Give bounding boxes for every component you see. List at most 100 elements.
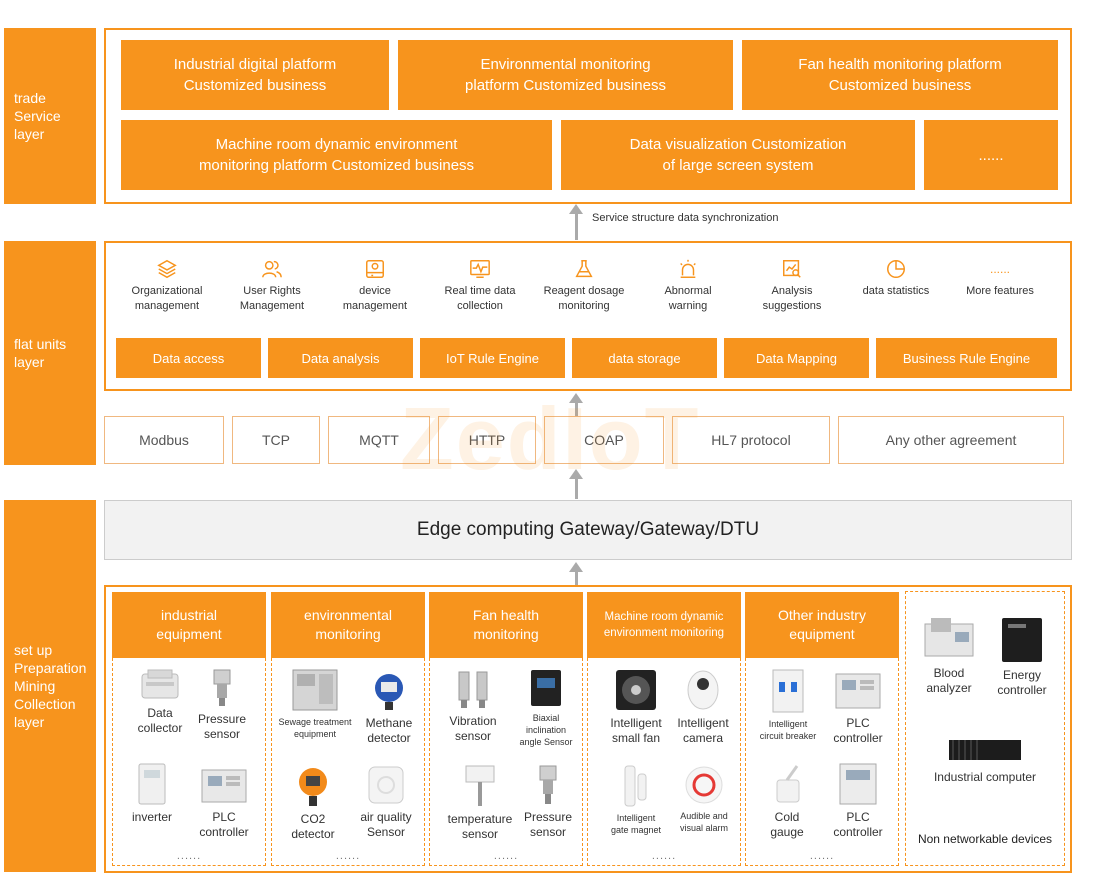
- layer-label-trade-service: trade Service layer: [4, 28, 96, 204]
- device-label: camera: [682, 731, 723, 745]
- device-label: CO2: [300, 812, 326, 826]
- protocol-mqtt: MQTT: [328, 416, 430, 464]
- more-dots: ......: [176, 850, 202, 862]
- feature-organizational-management: Organizational management: [112, 258, 222, 314]
- business-line: platform Customized business: [465, 77, 666, 94]
- pressure-sensor-icon: [213, 669, 231, 706]
- device-energy-controller: Energy controller: [986, 616, 1058, 698]
- device-label: controller: [199, 825, 249, 839]
- dots-icon: ......: [989, 262, 1010, 276]
- more-dots: ......: [651, 850, 677, 862]
- device-label: sensor: [529, 825, 567, 839]
- engine-data-access: Data access: [116, 338, 261, 378]
- business-line: Customized business: [828, 77, 972, 94]
- category-title-line: monitoring: [473, 626, 539, 642]
- circuit-breaker-icon: [772, 669, 804, 713]
- protocol-tcp: TCP: [232, 416, 320, 464]
- engine-data-storage: data storage: [572, 338, 717, 378]
- device-label: inclination: [525, 725, 567, 735]
- engine-data-analysis: Data analysis: [268, 338, 413, 378]
- non-networkable-label: Non networkable devices: [917, 832, 1053, 846]
- device-label: controller: [833, 731, 883, 745]
- business-line: Fan health monitoring platform: [798, 56, 1002, 73]
- feature-label: suggestions: [762, 300, 822, 312]
- device-label: controller: [833, 825, 883, 839]
- device-label: PLC: [212, 810, 236, 824]
- protocol-arrow-shaft: [575, 403, 578, 417]
- device-label: controller: [997, 683, 1047, 697]
- cold-gauge-icon: [776, 765, 800, 803]
- feature-label: Real time data: [444, 285, 516, 297]
- device-label: Intelligent: [610, 716, 662, 730]
- business-line: ......: [978, 146, 1004, 164]
- inclination-sensor-icon: [531, 670, 561, 706]
- more-dots: ......: [809, 850, 835, 862]
- device-vibration-sensor: Vibration sensor: [434, 668, 512, 744]
- business-line: Customized business: [183, 77, 327, 94]
- air-quality-sensor-icon: [368, 766, 404, 804]
- business-line: Industrial digital platform: [173, 56, 337, 73]
- data-collector-icon: [141, 669, 179, 699]
- engine-business-rule: Business Rule Engine: [876, 338, 1057, 378]
- industrial-computer-icon: [949, 740, 1021, 760]
- business-fan-health-platform: Fan health monitoring platform Customize…: [742, 40, 1058, 110]
- layer-label-collection: set up Preparation Mining Collection lay…: [4, 500, 96, 872]
- device-label: air quality: [360, 810, 412, 824]
- engine-data-mapping: Data Mapping: [724, 338, 869, 378]
- device-plc-controller-3: PLC controller: [818, 762, 898, 840]
- device-intelligent-circuit-breaker: Intelligent circuit breaker: [748, 668, 828, 742]
- device-label: Energy: [1002, 668, 1042, 682]
- pie-chart-icon: [887, 260, 905, 278]
- layer-label-line: flat units: [14, 336, 67, 352]
- device-intelligent-camera: Intelligent camera: [664, 668, 742, 746]
- gateway-arrow-up-icon: [569, 469, 583, 479]
- device-label: gauge: [770, 825, 804, 839]
- feature-realtime-collection: Real time data collection: [430, 258, 530, 314]
- device-label: sensor: [203, 727, 241, 741]
- plc-controller-icon: [835, 673, 881, 709]
- chart-search-icon: [783, 260, 801, 278]
- gateway-arrow-shaft: [575, 479, 578, 499]
- category-title-line: monitoring: [315, 626, 381, 642]
- small-fan-icon: [616, 670, 656, 710]
- device-label: gate magnet: [610, 825, 662, 835]
- category-box: [271, 658, 425, 866]
- layer-label-line: layer: [14, 126, 45, 142]
- protocol-coap: COAP: [544, 416, 664, 464]
- feature-more: ...... More features: [952, 258, 1048, 299]
- alarm-icon: [685, 766, 723, 804]
- layers-icon: [157, 259, 177, 279]
- sync-arrow-up-icon: [569, 204, 583, 214]
- waveform-monitor-icon: [470, 260, 490, 278]
- gate-magnet-icon: [624, 765, 647, 807]
- category-title-line: environmental: [304, 607, 392, 623]
- feature-label: management: [134, 300, 200, 312]
- layer-label-line: layer: [14, 714, 45, 730]
- device-label: Biaxial: [532, 713, 560, 723]
- device-label: PLC: [846, 810, 870, 824]
- feature-label: Reagent dosage: [543, 285, 625, 297]
- plc-controller-icon: [201, 769, 247, 803]
- layer-label-line: set up: [14, 642, 53, 658]
- category-title-line: equipment: [156, 626, 222, 642]
- device-label: Cold: [774, 810, 800, 824]
- feature-device-management: device management: [325, 258, 425, 314]
- category-title-line: Fan health: [472, 607, 540, 623]
- energy-controller-icon: [1002, 618, 1042, 662]
- business-more: ......: [924, 120, 1058, 190]
- device-temperature-sensor: temperature sensor: [436, 764, 524, 842]
- users-icon: [262, 260, 282, 278]
- sewage-equipment-icon: [292, 669, 338, 711]
- category-environmental-monitoring: environmental monitoring: [271, 592, 425, 658]
- device-label: angle Sensor: [519, 737, 573, 747]
- edge-gateway: Edge computing Gateway/Gateway/DTU: [104, 500, 1072, 560]
- device-label: small fan: [611, 731, 661, 745]
- device-label: PLC: [846, 716, 870, 730]
- device-label: Vibration: [449, 714, 497, 728]
- device-sewage-treatment: Sewage treatment equipment: [272, 668, 358, 740]
- category-machine-room: Machine room dynamic environment monitor…: [587, 592, 741, 658]
- feature-label: warning: [668, 300, 708, 312]
- device-plc-controller: PLC controller: [182, 766, 266, 840]
- device-label: Audible and: [680, 811, 728, 821]
- device-plc-controller-2: PLC controller: [818, 670, 898, 746]
